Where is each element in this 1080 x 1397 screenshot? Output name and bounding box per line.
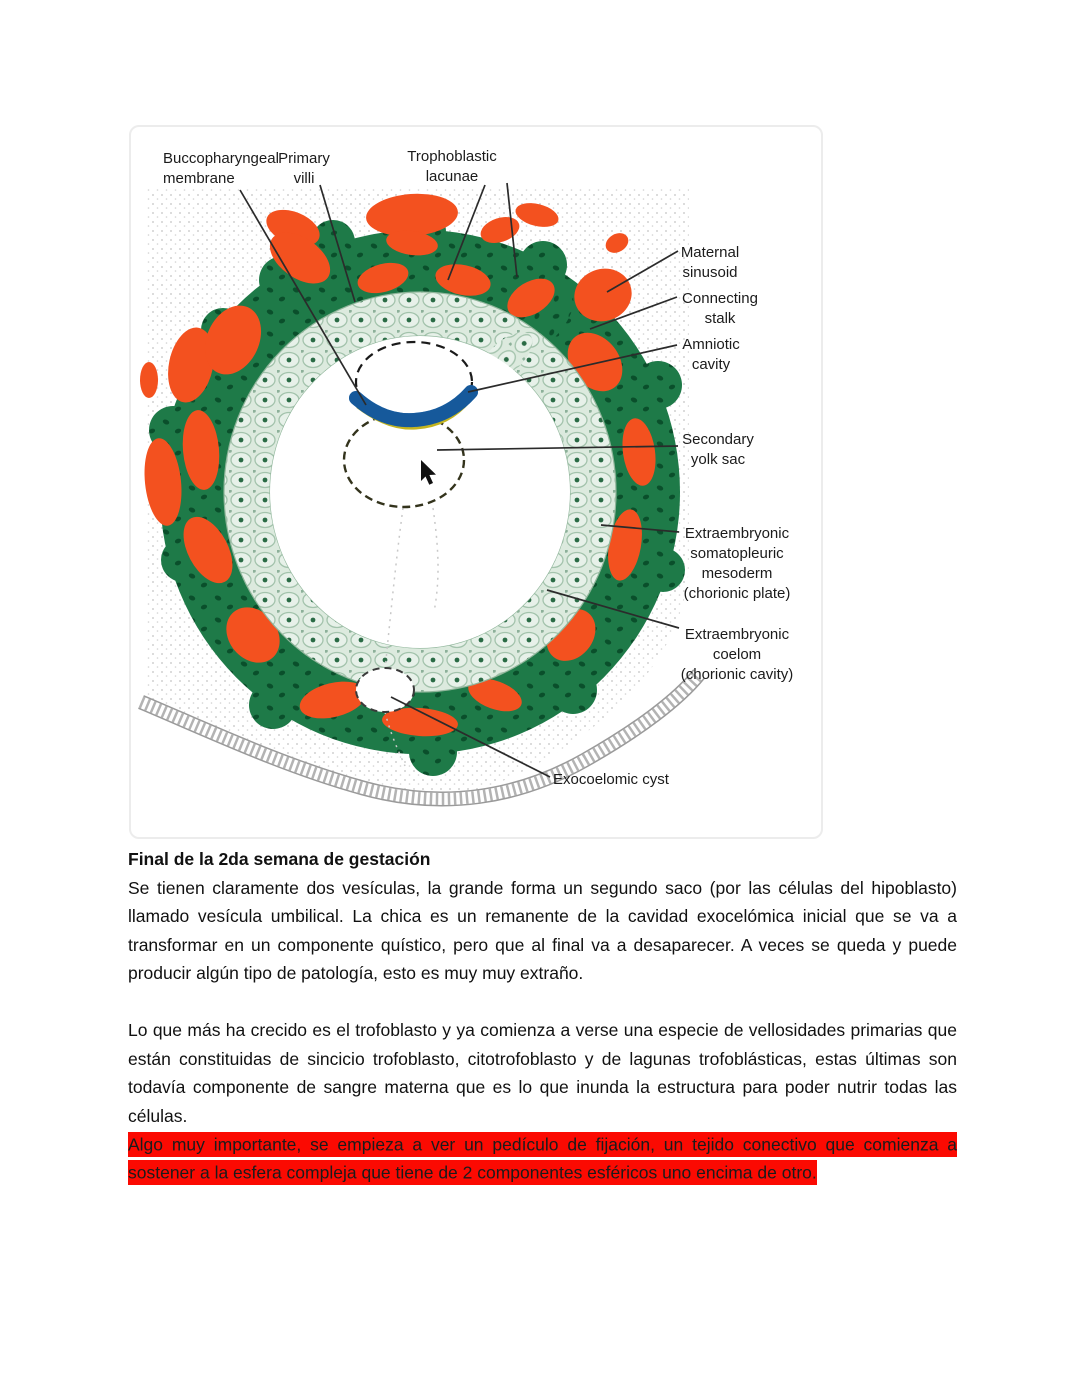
mesoderm-strands xyxy=(384,507,439,767)
notes-heading: Final de la 2da semana de gestación xyxy=(128,849,431,869)
leader-lines xyxy=(239,182,680,778)
label-extraembryonic-mesoderm: Extraembryonic somatopleuric mesoderm (c… xyxy=(683,525,791,602)
figure-frame xyxy=(129,125,823,839)
highlighted-text: Algo muy importante, se empieza a ver un… xyxy=(128,1131,957,1185)
mouse-cursor-icon xyxy=(421,460,436,485)
label-trophoblastic-lacunae: Trophoblastic lacunae xyxy=(407,148,497,185)
bilaminar-disc xyxy=(349,385,478,430)
label-extraembryonic-coelom: Extraembryonic coelom (chorionic cavity) xyxy=(680,626,794,683)
label-connecting-stalk: Connecting stalk xyxy=(682,290,758,327)
notes-paragraph-1: Se tienen claramente dos vesículas, la g… xyxy=(128,877,957,984)
uterine-epithelium xyxy=(138,669,705,807)
notes-highlight-paragraph: Algo muy importante, se empieza a ver un… xyxy=(128,1130,957,1187)
notes-paragraph-2: Lo que más ha crecido es el trofoblasto … xyxy=(128,1020,957,1126)
label-primary-villi: Primary villi xyxy=(278,150,330,187)
embryology-figure: Buccopharyngeal membrane Primary villi T… xyxy=(129,125,823,839)
label-secondary-yolk-sac: Secondary yolk sac xyxy=(682,431,754,468)
label-buccopharyngeal-membrane: Buccopharyngeal membrane xyxy=(163,150,279,187)
label-exocoelomic-cyst: Exocoelomic cyst xyxy=(553,771,669,788)
lecture-notes: Final de la 2da semana de gestación Se t… xyxy=(128,845,957,1187)
embryo-diagram xyxy=(138,182,705,807)
exocoelomic-cyst-shape xyxy=(355,667,415,713)
label-amniotic-cavity: Amniotic cavity xyxy=(682,336,740,373)
label-maternal-sinusoid: Maternal sinusoid xyxy=(680,244,740,281)
